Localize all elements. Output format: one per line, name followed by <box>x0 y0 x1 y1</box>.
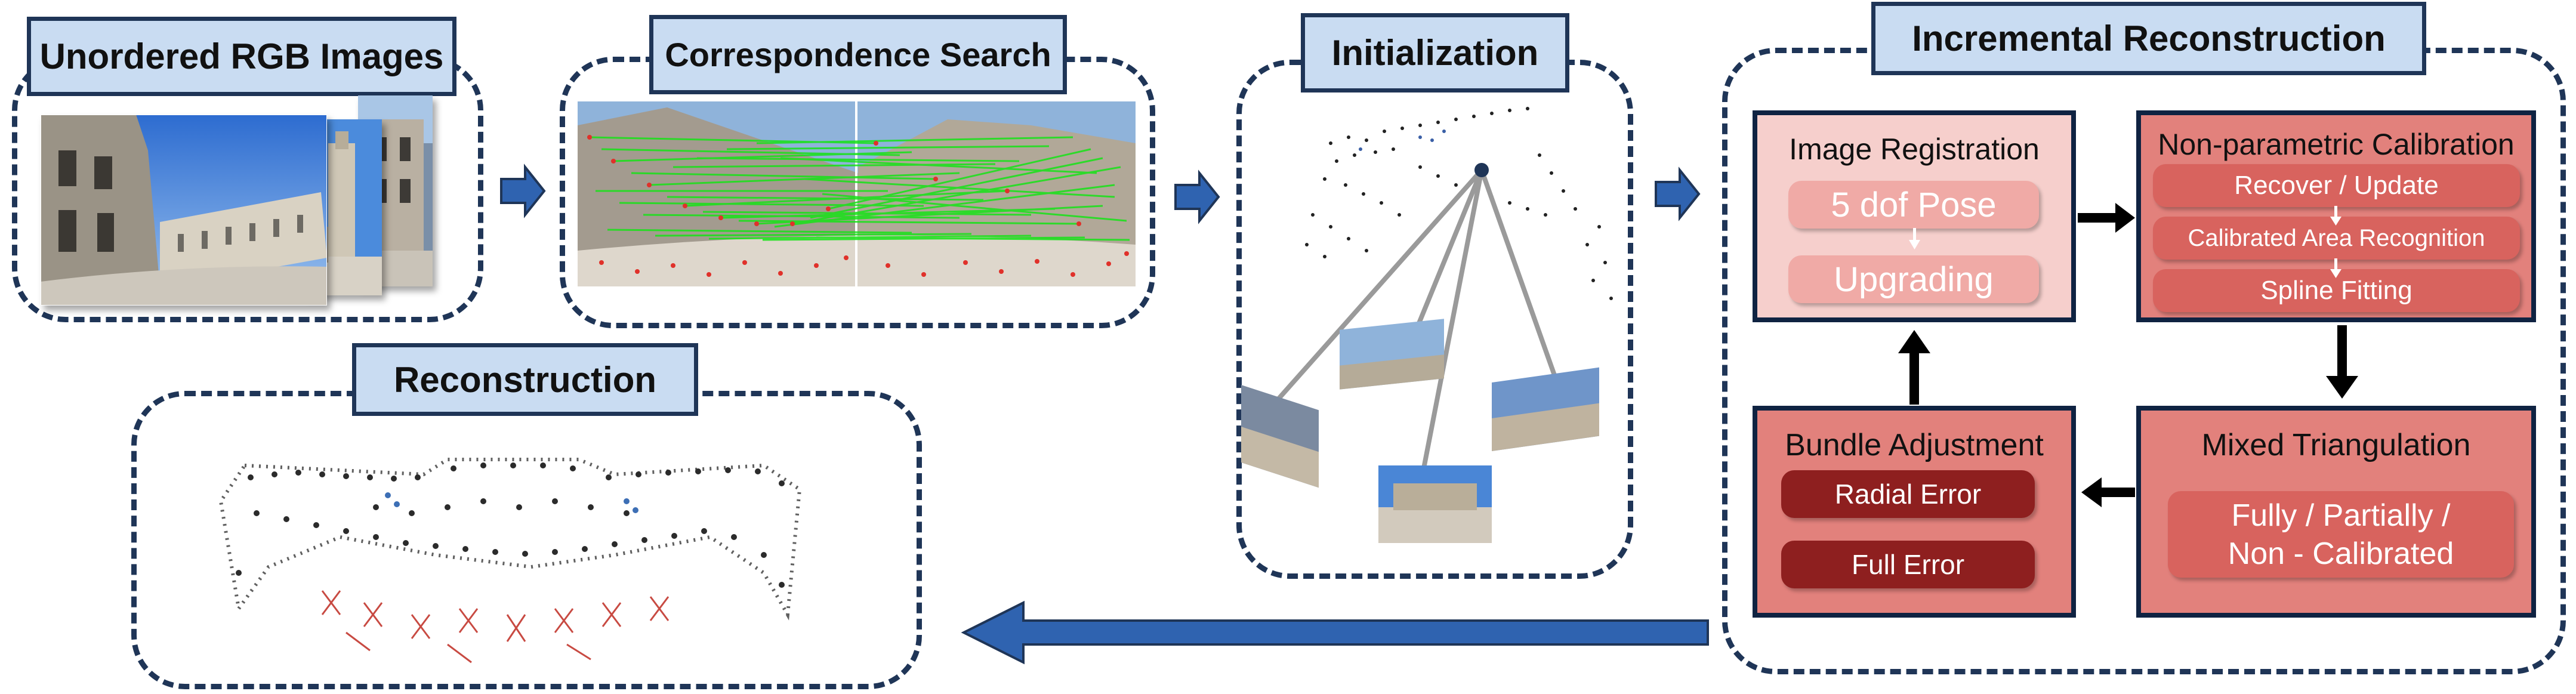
stage-arrow-1 <box>500 164 546 218</box>
return-arrow <box>961 600 1709 665</box>
inner-arrow-calib-2 <box>2330 258 2341 278</box>
upgrading-text: Upgrading <box>1834 260 1994 299</box>
bundle-adjustment-box: Bundle Adjustment Radial Error Full Erro… <box>1753 406 2076 618</box>
calibration-types-pill: Fully / Partially / Non - Calibrated <box>2168 491 2514 578</box>
radial-error-text: Radial Error <box>1834 479 1982 510</box>
loop-arrow-down-head <box>2326 376 2358 399</box>
initialization-title-text: Initialization <box>1331 33 1539 73</box>
recover-update-pill: Recover / Update <box>2153 164 2520 207</box>
five-dof-pose-pill: 5 dof Pose <box>1788 181 2039 229</box>
inner-arrow-calib-1 <box>2330 206 2341 226</box>
upgrading-pill: Upgrading <box>1788 255 2039 303</box>
unordered-images-title: Unordered RGB Images <box>27 17 456 96</box>
feature-matches-image <box>578 101 1136 286</box>
full-error-pill: Full Error <box>1781 541 2035 588</box>
calibration-types-line2: Non - Calibrated <box>2228 536 2454 571</box>
full-error-text: Full Error <box>1851 549 1965 580</box>
image-registration-title: Image Registration <box>1789 132 2040 166</box>
calibration-types-line1: Fully / Partially / <box>2231 498 2451 533</box>
camera-thumbnails <box>1241 319 1599 543</box>
loop-arrow-left-head <box>2081 477 2102 507</box>
radial-error-pill: Radial Error <box>1781 470 2035 518</box>
loop-arrow-right-head <box>2115 203 2135 233</box>
triangulation-box: Mixed Triangulation Fully / Partially / … <box>2136 406 2536 618</box>
input-photo-front <box>41 115 327 306</box>
loop-arrow-up-head <box>1898 330 1930 353</box>
reconstruction-point-cloud <box>218 458 802 664</box>
five-dof-pose-text: 5 dof Pose <box>1831 185 1997 224</box>
reconstruction-title: Reconstruction <box>352 343 698 416</box>
recover-update-text: Recover / Update <box>2234 171 2439 200</box>
incremental-title-text: Incremental Reconstruction <box>1912 18 2386 58</box>
initialization-title: Initialization <box>1301 13 1569 92</box>
correspondence-title-text: Correspondence Search <box>665 36 1051 73</box>
triangulation-title: Mixed Triangulation <box>2201 428 2471 462</box>
incremental-title: Incremental Reconstruction <box>1871 2 2426 75</box>
reconstruction-title-text: Reconstruction <box>393 359 657 400</box>
spline-fitting-text: Spline Fitting <box>2260 276 2413 305</box>
calibration-title: Non-parametric Calibration <box>2158 128 2515 161</box>
spline-fitting-pill: Spline Fitting <box>2153 269 2520 312</box>
initialization-point-cloud <box>1241 107 1613 543</box>
stage-arrow-2 <box>1174 169 1220 224</box>
shared-3d-point <box>1474 163 1489 177</box>
calibration-box: Non-parametric Calibration Recover / Upd… <box>2136 110 2536 322</box>
unordered-images-title-text: Unordered RGB Images <box>39 36 444 76</box>
correspondence-title: Correspondence Search <box>649 15 1067 94</box>
inner-arrow-pose <box>1909 228 1920 249</box>
stage-arrow-3 <box>1655 166 1701 221</box>
image-registration-box: Image Registration 5 dof Pose Upgrading <box>1753 110 2076 322</box>
calibrated-area-text: Calibrated Area Recognition <box>2188 224 2485 251</box>
bundle-adjustment-title: Bundle Adjustment <box>1785 428 2044 462</box>
